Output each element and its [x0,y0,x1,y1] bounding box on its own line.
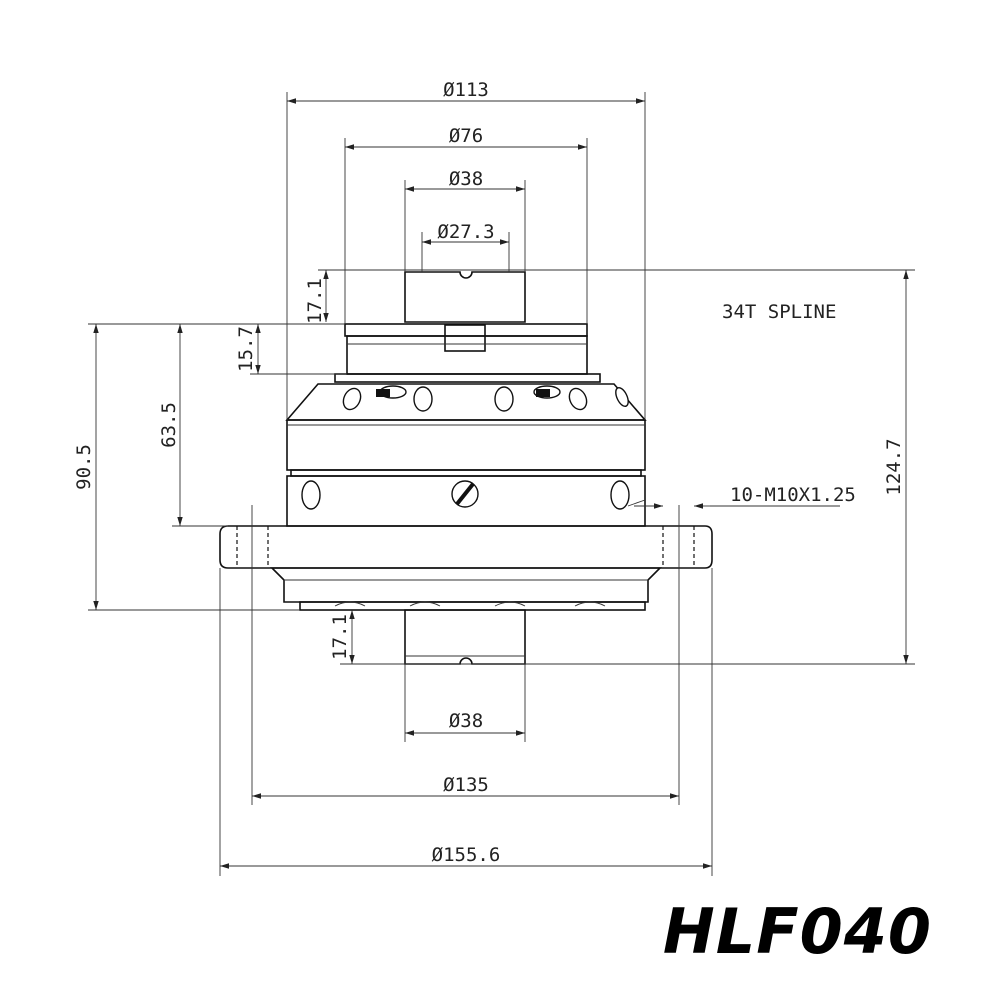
lower-body [270,567,662,603]
dim-h15-7: 15.7 [235,326,257,372]
side-hole-left [301,480,321,510]
side-hole-right [610,480,630,510]
dim-h90-5: 90.5 [73,444,95,490]
key-block [444,324,486,352]
differential-body [219,271,713,665]
dim-d38-top: Ø38 [449,168,483,190]
drain-screw [451,480,479,508]
main-cylinder [286,419,646,471]
dim-d135: Ø135 [443,774,489,796]
gap-band [290,469,642,477]
dim-h17-1-top: 17.1 [304,278,326,324]
dim-d38-bottom: Ø38 [449,710,483,732]
dim-d113: Ø113 [443,79,489,101]
model-title: HLF040 [662,895,932,968]
step-plate [334,373,601,383]
note-bolts: 10-M10X1.25 [730,484,856,506]
dimension-labels: Ø113 Ø76 Ø38 Ø27.3 Ø38 Ø135 Ø155.6 90.5 … [73,79,905,866]
bearing-ring [346,335,588,375]
dim-h17-1-bottom: 17.1 [329,614,351,660]
cone-holes [342,385,629,412]
top-shaft [404,271,526,323]
dim-h63-5: 63.5 [158,402,180,448]
dim-d155-6: Ø155.6 [432,844,501,866]
dim-d76: Ø76 [449,125,483,147]
dim-d27-3: Ø27.3 [437,221,494,243]
dimension-lines [88,92,915,876]
upper-cone [285,383,647,421]
lower-plate [299,601,646,611]
note-spline: 34T SPLINE [722,301,836,323]
flange [219,525,713,569]
dim-h124-7: 124.7 [883,438,905,495]
